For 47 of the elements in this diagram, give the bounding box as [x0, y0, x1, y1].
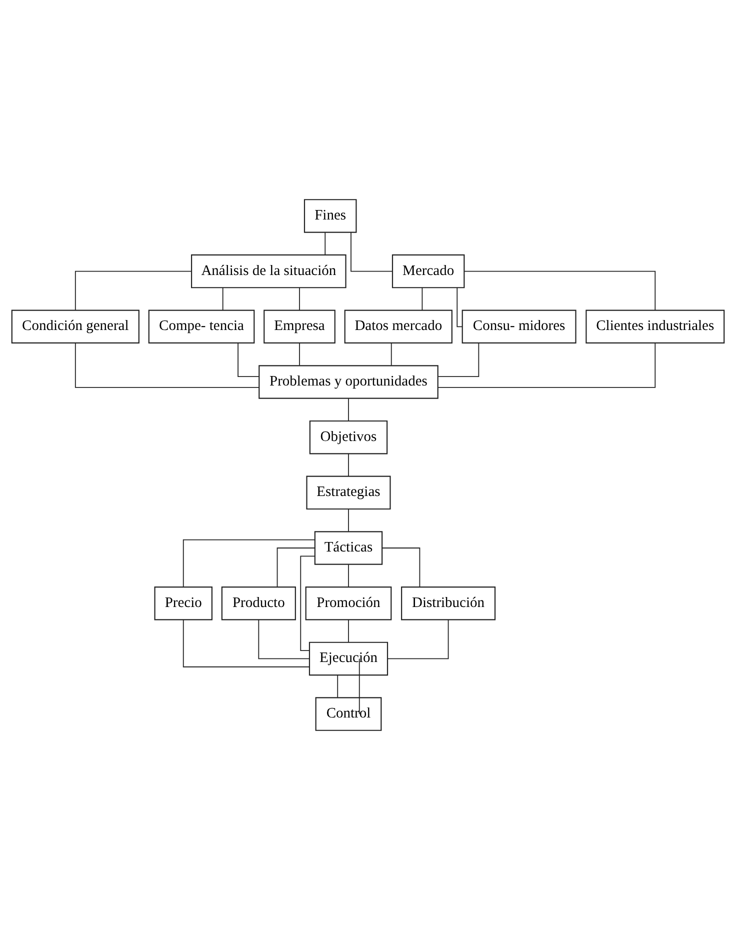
node-box: Tácticas — [314, 531, 383, 565]
node-box: Promoción — [305, 586, 392, 620]
node-box: Fines — [304, 199, 357, 233]
connector — [438, 342, 656, 388]
connector — [382, 548, 420, 588]
node-box: Objetivos — [309, 420, 388, 454]
node-box: Análisis de la situación — [191, 254, 346, 288]
connector — [348, 398, 349, 422]
node-box: Precio — [154, 586, 212, 620]
connector — [438, 342, 480, 377]
connector — [222, 287, 224, 310]
connector — [348, 453, 349, 477]
node-box: Empresa — [264, 310, 336, 344]
connector — [299, 342, 300, 366]
connector — [276, 548, 315, 588]
node-box: Datos mercado — [344, 310, 452, 344]
connector — [300, 556, 316, 651]
connector — [358, 658, 360, 714]
connector — [348, 508, 349, 532]
connector — [456, 287, 462, 328]
connector — [387, 620, 449, 660]
connector — [348, 620, 349, 643]
connector — [74, 342, 260, 388]
node-box: Estrategias — [306, 476, 391, 510]
node-box: Problemas y oportunidades — [258, 365, 438, 399]
node-box: Clientes industriales — [586, 310, 725, 344]
connector — [258, 620, 310, 660]
connector — [324, 232, 326, 256]
node-box: Consu- midores — [462, 310, 576, 344]
node-box: Distribución — [401, 586, 496, 620]
node-box: Producto — [221, 586, 296, 620]
connector — [182, 539, 316, 588]
connector — [390, 342, 392, 366]
node-box: Ejecución — [308, 642, 388, 676]
connector — [422, 287, 423, 310]
node-box: Compe- tencia — [148, 310, 255, 344]
connector — [182, 619, 310, 668]
connector — [464, 270, 656, 310]
connector — [348, 564, 349, 588]
node-box: Mercado — [392, 254, 465, 288]
connector — [299, 287, 300, 310]
connector — [238, 342, 260, 377]
connector — [350, 232, 393, 272]
connector — [337, 674, 338, 698]
connector — [74, 270, 192, 310]
node-box: Control — [315, 697, 382, 731]
node-box: Condición general — [11, 310, 140, 344]
